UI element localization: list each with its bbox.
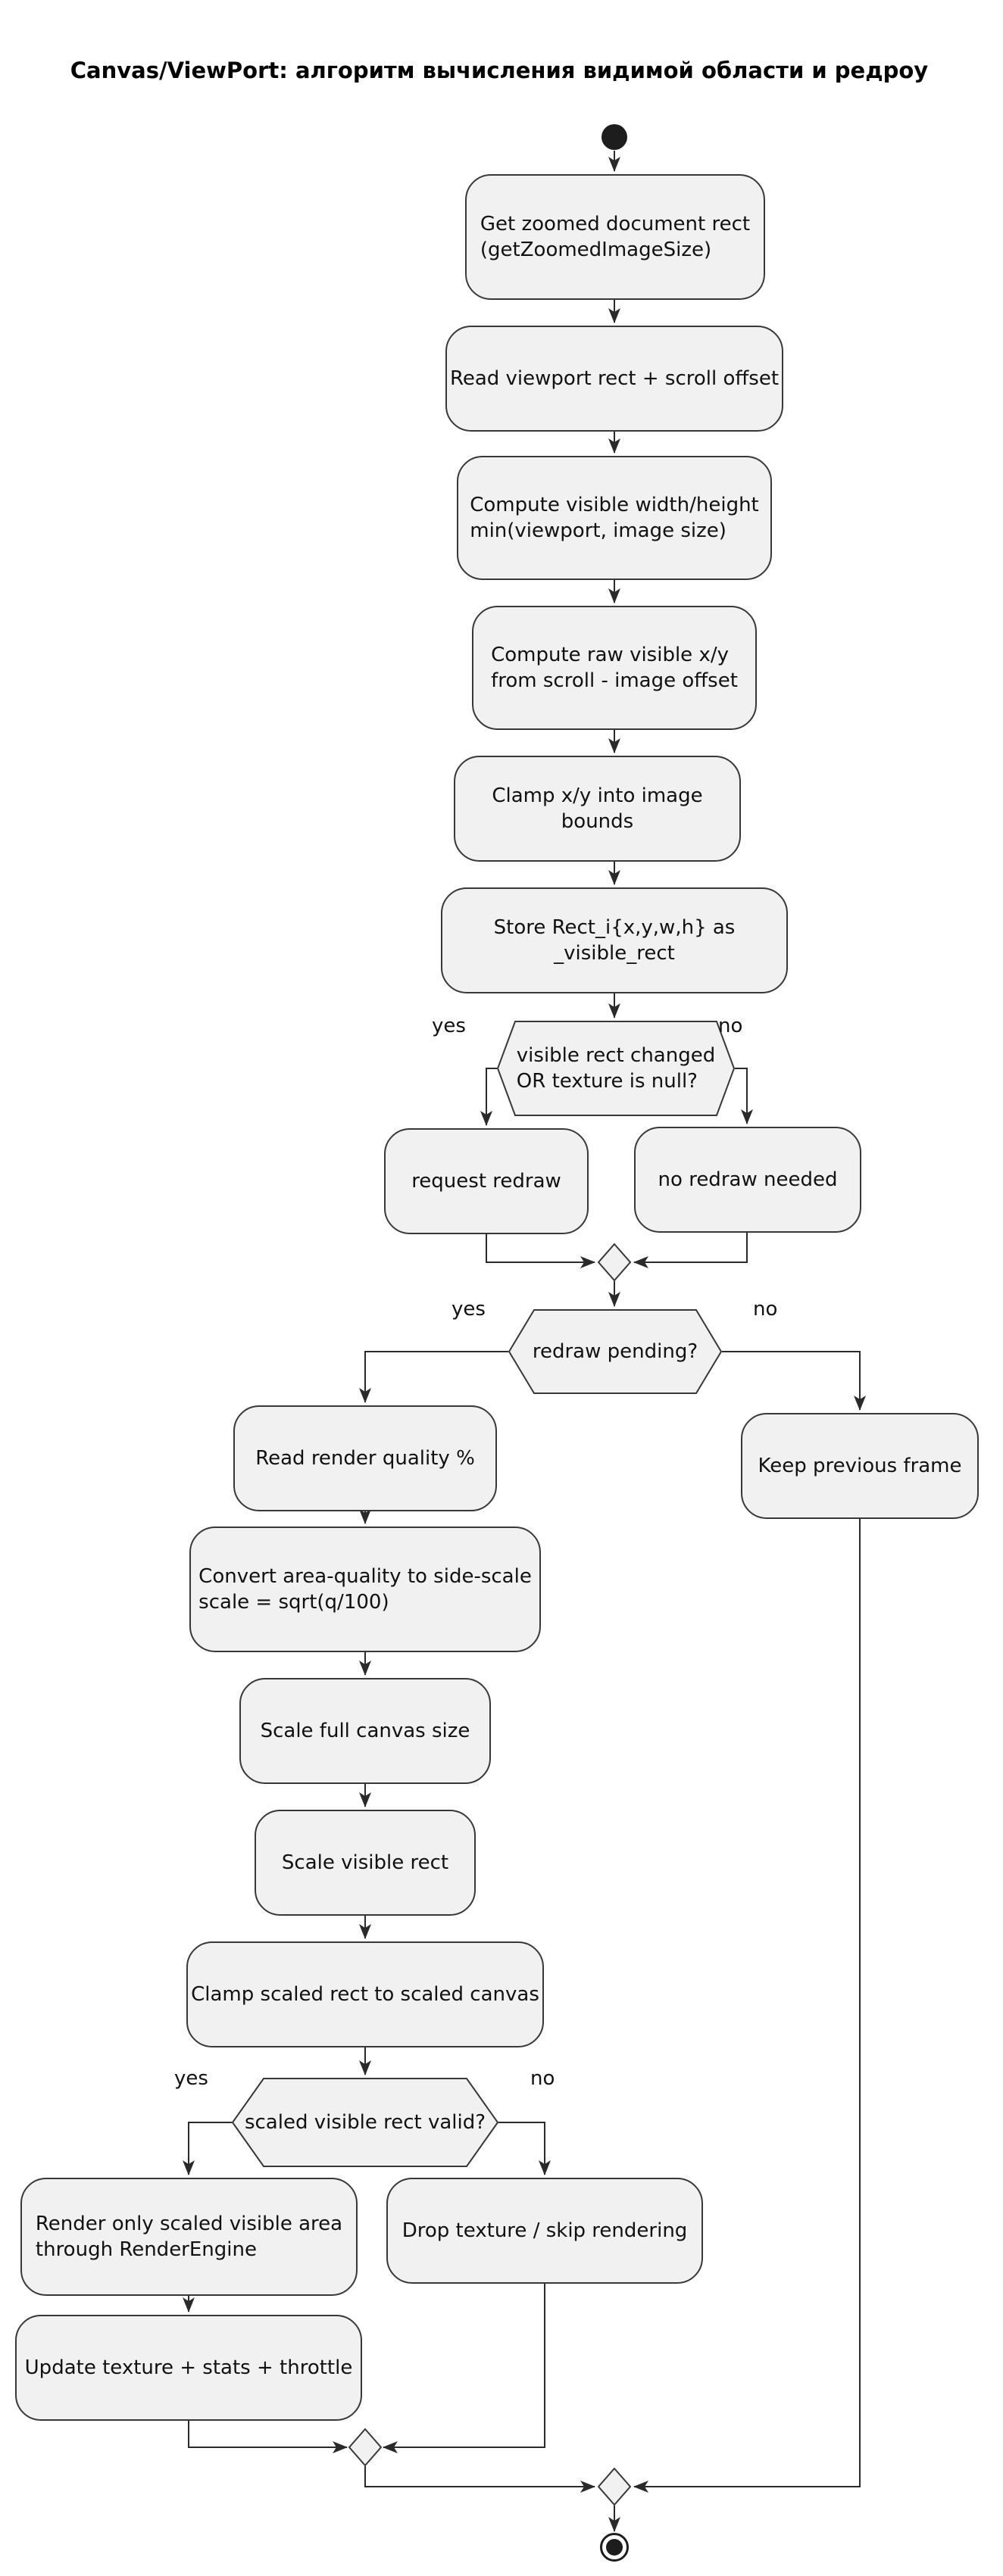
- activity-read-viewport: Read viewport rect + scroll offset: [445, 326, 783, 432]
- branch-label-no: no: [530, 2067, 555, 2090]
- activity-keep-frame: Keep previous frame: [741, 1413, 979, 1519]
- edge-decision3-no: [498, 2122, 551, 2175]
- merge-node-3: [598, 2468, 631, 2506]
- activity-label: Get zoomed document rect (getZoomedImage…: [480, 213, 751, 261]
- activity-label: Scale full canvas size: [260, 1720, 470, 1742]
- activity-get-zoomed-rect: Get zoomed document rect (getZoomedImage…: [465, 174, 765, 300]
- branch-label-no: no: [753, 1298, 778, 1321]
- diamond-shape: [348, 2428, 382, 2466]
- activity-label: Render only scaled visible area through …: [35, 2213, 343, 2261]
- diamond-shape: [598, 2468, 631, 2506]
- diamond-shape: [598, 1243, 631, 1281]
- branch-label-no: no: [718, 1015, 743, 1037]
- decision-label: visible rect changed OR texture is null?: [516, 1044, 716, 1093]
- activity-label: no redraw needed: [658, 1168, 838, 1191]
- decision-scaled-rect-valid: scaled visible rect valid?: [232, 2078, 498, 2167]
- activity-clamp-xy: Clamp x/y into image bounds: [454, 756, 741, 862]
- activity-drop-texture: Drop texture / skip rendering: [386, 2178, 703, 2284]
- activity-scale-canvas: Scale full canvas size: [239, 1678, 491, 1784]
- activity-compute-visible-wh: Compute visible width/height min(viewpor…: [457, 456, 772, 580]
- edge-decision3-yes: [183, 2122, 232, 2175]
- hexagon-shape: [508, 1309, 722, 1394]
- branch-label-yes: yes: [432, 1015, 466, 1037]
- merge-node-1: [598, 1243, 631, 1281]
- activity-label: Scale visible rect: [281, 1851, 449, 1874]
- activity-store-rect: Store Rect_i{x,y,w,h} as _visible_rect: [441, 887, 788, 993]
- activity-label: Drop texture / skip rendering: [402, 2219, 688, 2242]
- decision-redraw-pending: redraw pending?: [508, 1309, 722, 1394]
- decision-label: redraw pending?: [532, 1340, 698, 1363]
- activity-label: Store Rect_i{x,y,w,h} as _visible_rect: [493, 916, 736, 965]
- activity-label: Compute raw visible x/y from scroll - im…: [491, 644, 738, 692]
- activity-read-quality: Read render quality %: [233, 1405, 497, 1511]
- activity-label: Convert area-quality to side-scale scale…: [198, 1565, 532, 1614]
- hexagon-shape: [497, 1021, 735, 1116]
- activity-label: Read render quality %: [255, 1447, 475, 1470]
- activity-render-visible: Render only scaled visible area through …: [20, 2178, 358, 2296]
- edge-decision1-yes: [480, 1068, 497, 1126]
- edge-update-to-merge2: [188, 2421, 348, 2453]
- edge-merge2-to-merge3: [364, 2466, 595, 2493]
- activity-request-redraw: request redraw: [384, 1128, 589, 1234]
- merge-node-2: [348, 2428, 382, 2466]
- branch-label-yes: yes: [452, 1298, 486, 1321]
- decision-visible-rect-changed: visible rect changed OR texture is null?: [497, 1021, 735, 1116]
- edge-droptexture-to-merge2: [383, 2284, 545, 2453]
- branch-label-yes: yes: [174, 2067, 208, 2090]
- activity-label: Clamp x/y into image bounds: [492, 784, 703, 833]
- activity-update-texture: Update texture + stats + throttle: [15, 2315, 362, 2421]
- activity-label: Update texture + stats + throttle: [24, 2356, 353, 2379]
- edge-requestredraw-to-merge1: [486, 1234, 595, 1268]
- activity-label: Compute visible width/height min(viewpor…: [470, 494, 759, 542]
- activity-label: Keep previous frame: [758, 1455, 962, 1477]
- hexagon-shape: [232, 2078, 498, 2167]
- activity-clamp-scaled: Clamp scaled rect to scaled canvas: [186, 1941, 544, 2047]
- activity-label: Clamp scaled rect to scaled canvas: [191, 1983, 539, 2006]
- activity-scale-visible: Scale visible rect: [255, 1810, 476, 1916]
- activity-label: request redraw: [411, 1170, 561, 1193]
- activity-no-redraw: no redraw needed: [634, 1127, 861, 1233]
- activity-convert-quality: Convert area-quality to side-scale scale…: [189, 1527, 541, 1652]
- activity-label: Read viewport rect + scroll offset: [449, 367, 780, 390]
- decision-label: scaled visible rect valid?: [244, 2111, 486, 2134]
- edge-keepframe-to-merge3: [633, 1519, 861, 2493]
- diagram-title: Canvas/ViewPort: алгоритм вычисления вид…: [70, 58, 929, 83]
- activity-compute-raw-xy: Compute raw visible x/y from scroll - im…: [472, 606, 757, 730]
- end-node-dot: [606, 2539, 623, 2556]
- edge-decision2-yes: [359, 1351, 508, 1403]
- edge-decision2-no: [722, 1351, 866, 1411]
- edge-decision1-no: [735, 1068, 753, 1124]
- start-node: [601, 124, 627, 150]
- edge-noredraw-to-merge1: [633, 1233, 748, 1268]
- end-node: [600, 2533, 629, 2562]
